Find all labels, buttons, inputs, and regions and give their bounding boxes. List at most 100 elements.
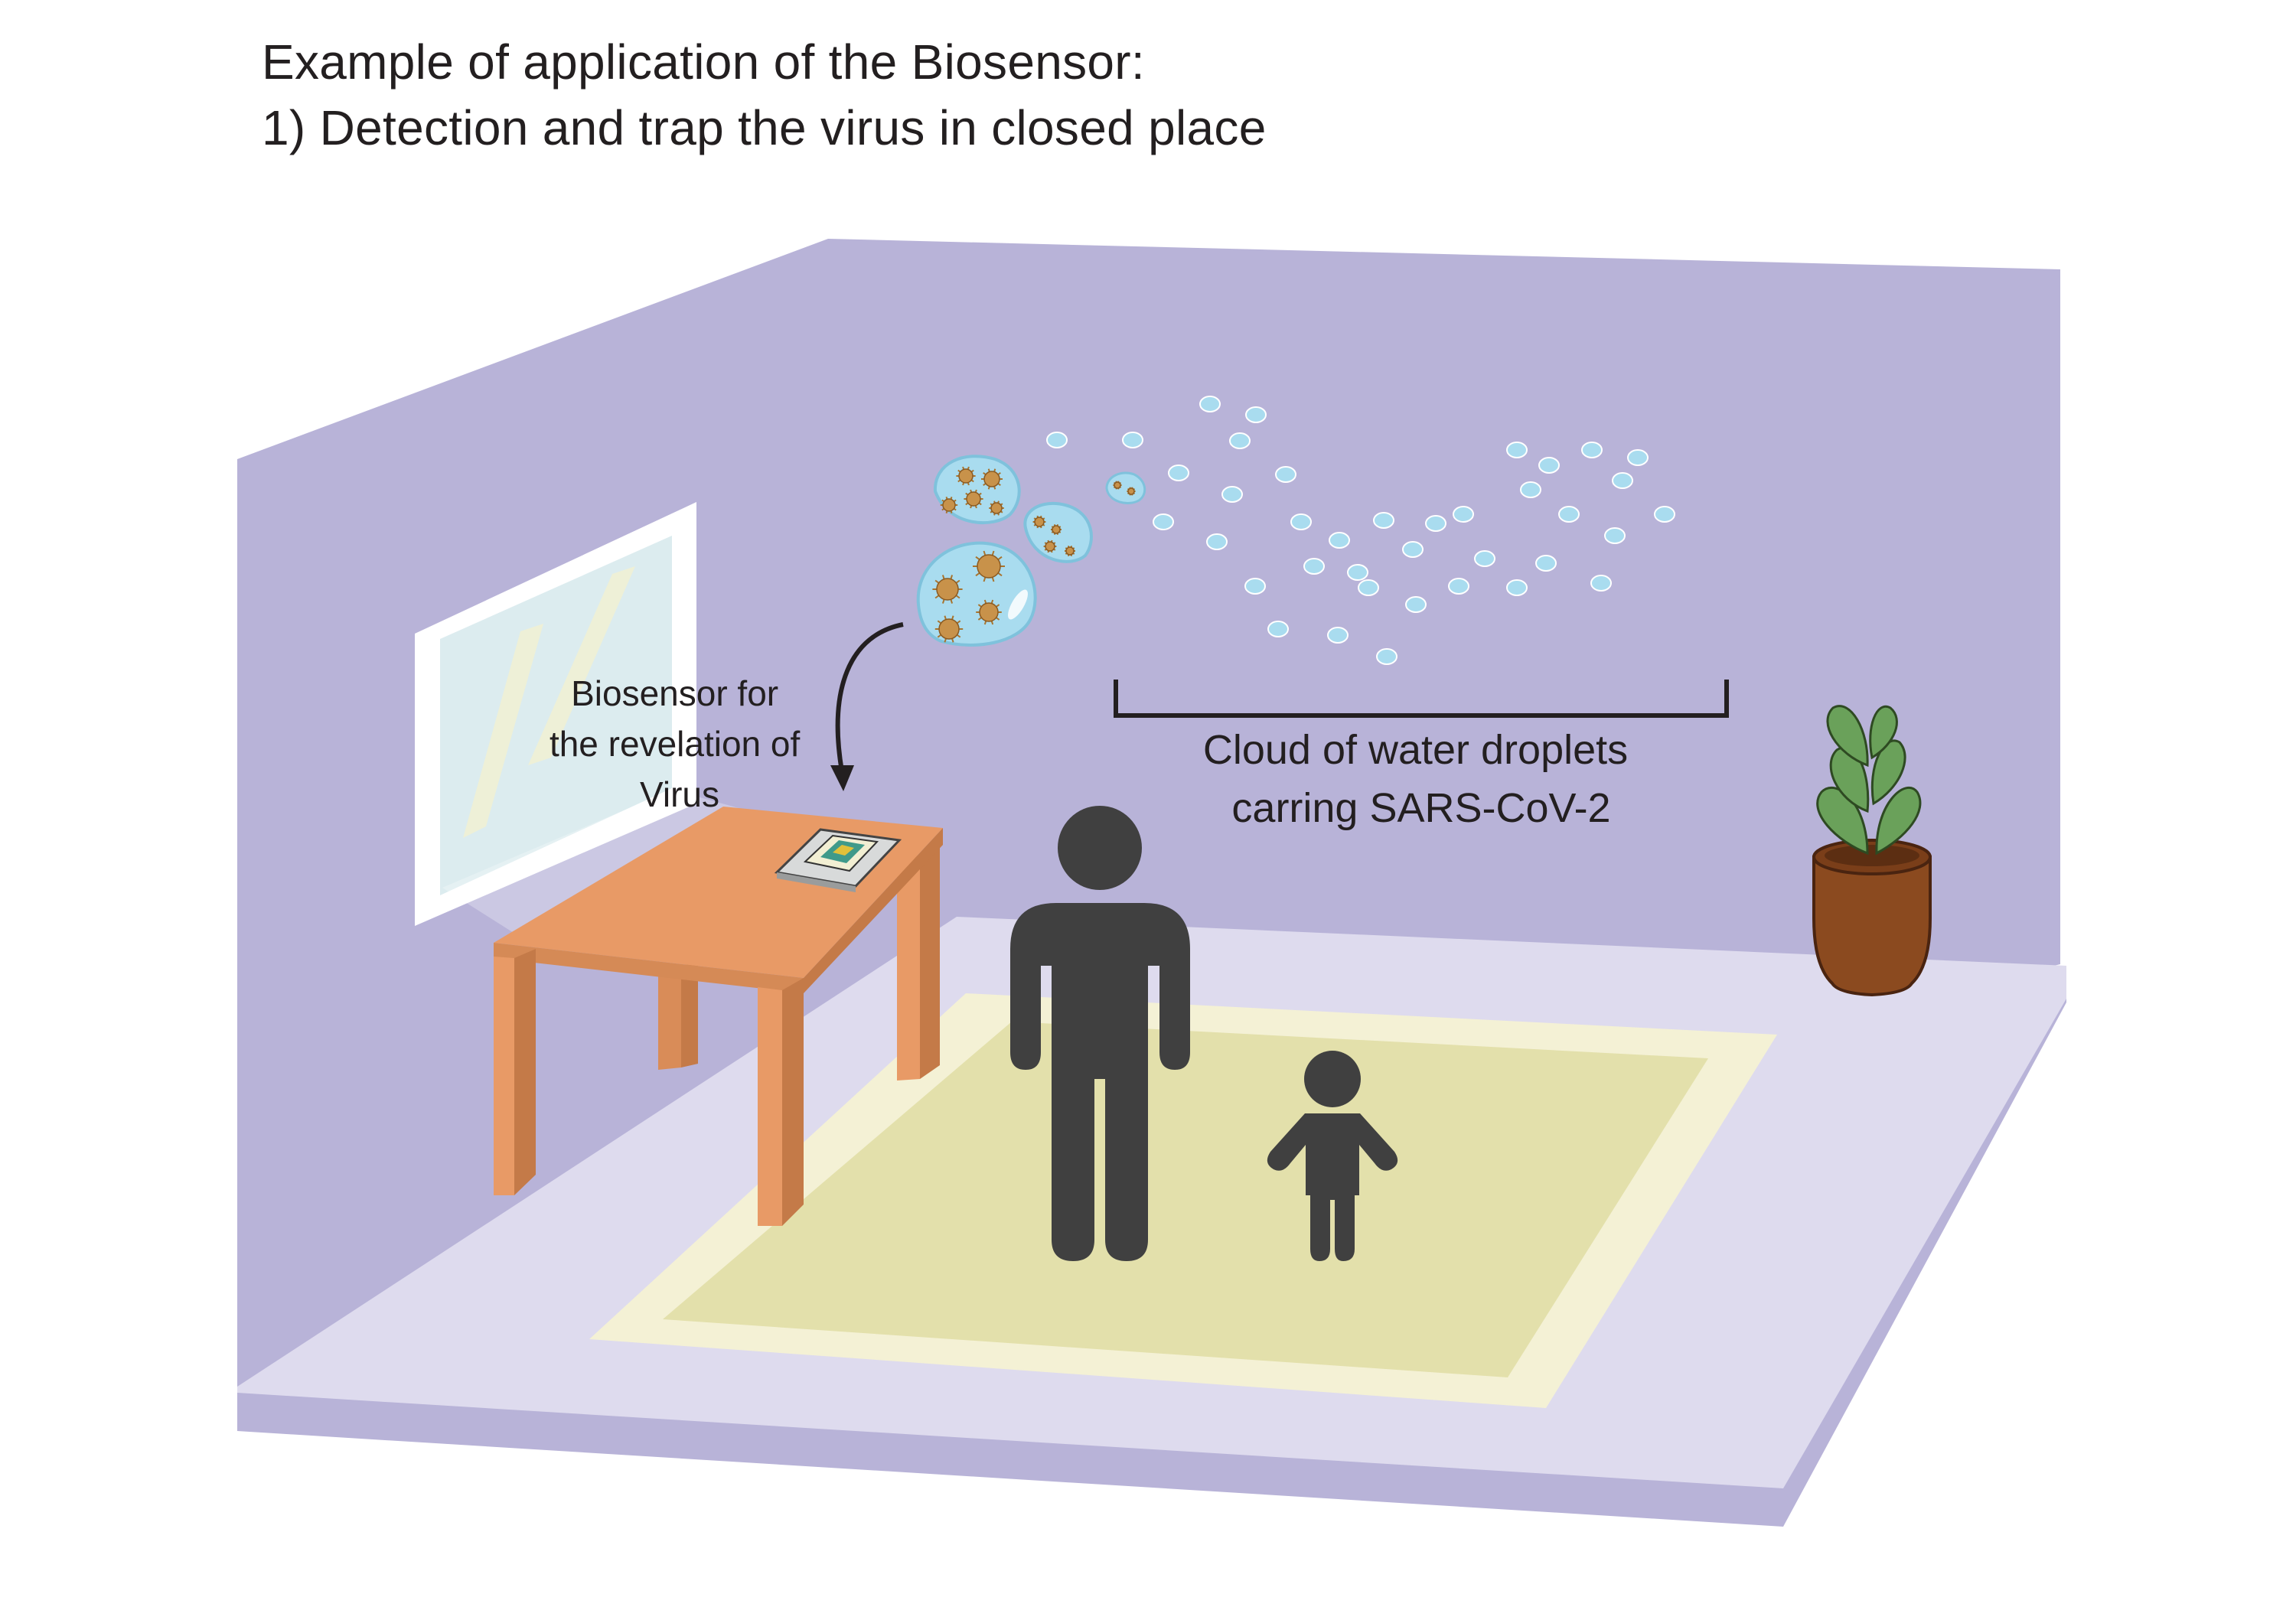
- water-droplet: [1405, 596, 1427, 613]
- water-droplet: [1229, 432, 1251, 449]
- adult-figure: [1010, 806, 1190, 1261]
- water-droplet: [1581, 442, 1603, 458]
- virus-particle: [1127, 487, 1136, 496]
- plant-leaf: [1829, 746, 1870, 813]
- table-leg: [758, 987, 782, 1226]
- water-droplet: [1358, 579, 1379, 596]
- plant-leaf: [1869, 705, 1898, 760]
- table-leg: [494, 957, 514, 1195]
- water-droplet: [1122, 432, 1143, 448]
- water-droplet: [1474, 550, 1495, 567]
- water-droplet: [1245, 406, 1267, 423]
- water-droplet: [1425, 515, 1446, 532]
- water-droplet: [1168, 464, 1189, 481]
- water-droplet: [1604, 527, 1626, 544]
- plant: [1812, 705, 1932, 997]
- water-droplet: [1376, 648, 1397, 665]
- water-droplet: [1590, 575, 1612, 592]
- table-leg: [920, 842, 940, 1079]
- water-droplet: [1153, 513, 1174, 530]
- pot-soil: [1825, 845, 1919, 866]
- droplet-shine: [1008, 589, 1028, 620]
- virus-particle: [1051, 523, 1062, 536]
- biosensor-chip-center: [833, 845, 854, 856]
- virus-particle: [956, 466, 976, 486]
- virus-particle: [932, 575, 963, 604]
- water-droplet: [1199, 396, 1221, 412]
- biosensor-label-line: Biosensor for: [571, 673, 778, 713]
- virus-particles: [932, 466, 1136, 643]
- virus-particle: [964, 489, 983, 509]
- cloud-label-line: carring SARS-CoV-2: [1231, 785, 1610, 831]
- water-droplet: [1329, 532, 1350, 549]
- water-droplet: [1627, 449, 1649, 466]
- virus-particle: [981, 468, 1003, 490]
- water-droplet: [1327, 627, 1349, 644]
- cloud-label: Cloud of water droplets carring SARS-CoV…: [1203, 727, 1639, 831]
- adult-head: [1058, 806, 1142, 890]
- virus-particle: [1032, 515, 1046, 529]
- water-droplet: [1275, 466, 1296, 483]
- title-line-1: Example of application of the Biosensor:: [262, 34, 1145, 90]
- table-leg: [658, 966, 681, 1070]
- water-droplet: [1558, 506, 1580, 523]
- biosensor-device: [774, 828, 902, 892]
- water-droplet: [1535, 555, 1557, 572]
- virus-particle: [1065, 545, 1075, 557]
- virus-particle: [973, 550, 1005, 582]
- virus-particle: [1113, 481, 1122, 490]
- water-droplet: [1046, 432, 1068, 448]
- child-figure: [1267, 1051, 1398, 1261]
- water-droplet: [1654, 506, 1675, 523]
- droplet-cloud: [1046, 396, 1675, 665]
- plant-leaf: [1870, 739, 1906, 806]
- window: [415, 502, 696, 926]
- water-droplet: [1612, 472, 1633, 489]
- biosensor-base-edge: [777, 872, 856, 892]
- virus-particle: [934, 615, 964, 643]
- water-droplet: [1538, 457, 1560, 474]
- water-droplet: [1402, 541, 1424, 558]
- biosensor-label-line: Virus: [640, 774, 719, 814]
- title-line-2: 1) Detection and trap the virus in close…: [262, 100, 1267, 155]
- table-leg: [514, 949, 536, 1195]
- cloud-bracket: [1114, 680, 1729, 718]
- window-reflection: [463, 624, 543, 838]
- plant-leaves: [1816, 705, 1922, 856]
- rug-center: [663, 1022, 1708, 1377]
- water-droplet: [1206, 533, 1228, 550]
- arrow-shaft: [835, 622, 904, 772]
- arrow: [830, 622, 904, 791]
- virus-droplets: [916, 455, 1146, 647]
- water-droplet: [1347, 564, 1368, 581]
- child-body: [1267, 1113, 1398, 1261]
- water-droplet: [1221, 486, 1243, 503]
- virus-particle: [940, 496, 958, 514]
- water-droplet: [1373, 512, 1394, 529]
- light-beam: [442, 790, 750, 946]
- cloud-label-line: Cloud of water droplets: [1203, 727, 1628, 773]
- biosensor-label: Biosensor for the revelation of Virus: [550, 673, 810, 814]
- virus-particle: [1043, 539, 1057, 553]
- water-droplet: [1244, 578, 1266, 595]
- table-edge: [494, 943, 804, 993]
- water-droplet: [1290, 513, 1312, 530]
- biosensor-label-line: the revelation of: [550, 724, 801, 764]
- water-droplet: [1506, 442, 1528, 458]
- virus-droplet: [1105, 471, 1146, 504]
- water-droplet: [1453, 506, 1474, 523]
- rug: [589, 993, 1777, 1408]
- pot-body: [1812, 856, 1932, 997]
- window-reflection: [528, 566, 635, 765]
- plant-leaf: [1826, 705, 1869, 768]
- water-droplet: [1267, 621, 1289, 637]
- virus-particle: [989, 500, 1004, 516]
- plant-leaf: [1875, 786, 1922, 856]
- table-leg: [782, 978, 804, 1226]
- table-leg: [681, 963, 698, 1068]
- adult-body: [1010, 903, 1190, 1261]
- plant-leaf: [1816, 787, 1869, 856]
- virus-particle: [976, 599, 1002, 625]
- water-droplet: [1520, 481, 1541, 498]
